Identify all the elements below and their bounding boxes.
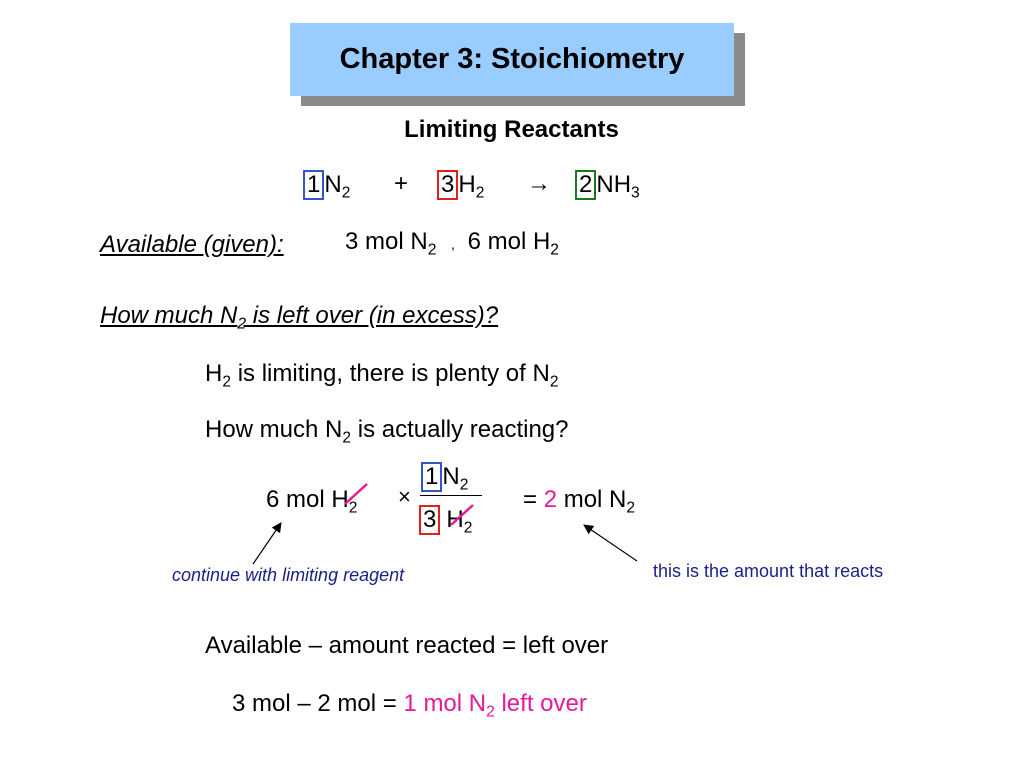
species-h: H — [446, 506, 464, 533]
cancel-stroke-h2 — [344, 483, 368, 505]
times-sign: × — [398, 484, 411, 509]
page-title: Chapter 3: Stoichiometry — [290, 23, 734, 96]
species-n: N — [442, 463, 460, 490]
final-result-suffix: left over — [494, 690, 587, 717]
equals-sign: = — [523, 486, 544, 513]
unit: mol N — [557, 486, 627, 513]
subscript: 2 — [222, 373, 232, 391]
available-n2: 3 mol N — [345, 228, 428, 255]
coefficient-box-h2: 3 — [437, 170, 459, 200]
species-n: N — [324, 171, 342, 198]
final-subtraction: 3 mol – 2 mol = — [232, 690, 404, 717]
page-title-text: Chapter 3: Stoichiometry — [339, 43, 685, 75]
excess-question: How much N2 is left over (in excess)? — [100, 302, 499, 333]
subscript: 2 — [459, 476, 469, 494]
result-value: 2 — [543, 486, 558, 513]
text: H — [205, 360, 223, 387]
cancel-stroke-h2-denominator — [450, 504, 474, 526]
available-label: Available (given): — [100, 231, 284, 258]
subscript: 3 — [631, 184, 640, 202]
subscript: 2 — [342, 429, 352, 447]
pointer-arrow-left — [252, 522, 282, 565]
subscript: 2 — [341, 184, 351, 202]
pointer-arrow-right — [583, 524, 638, 562]
subscript: 2 — [626, 499, 636, 517]
question-part-a: How much N — [100, 302, 238, 329]
subscript: 2 — [486, 703, 495, 721]
text: is actually reacting? — [351, 416, 569, 443]
summary-formula: Available – amount reacted = left over — [205, 632, 609, 659]
calc-result: = 2 mol N2 — [523, 486, 636, 517]
section-subtitle: Limiting Reactants — [404, 116, 619, 143]
fraction-bar — [420, 495, 482, 496]
final-result: 1 mol N — [403, 690, 487, 717]
species-nh: NH — [596, 171, 632, 198]
subscript: 2 — [237, 315, 247, 333]
available-h2: 6 mol H — [467, 228, 551, 255]
calc-given-h2: 6 mol H2 — [266, 486, 358, 517]
separator-comma: , — [451, 236, 455, 252]
text: 6 mol H — [266, 486, 349, 513]
annotation-limiting-reagent: continue with limiting reagent — [172, 565, 405, 585]
annotation-amount-reacts: this is the amount that reacts — [653, 561, 884, 581]
subscript: 2 — [475, 184, 485, 202]
final-answer: 3 mol – 2 mol = 1 mol N2 left over — [232, 690, 587, 721]
coefficient-box-n2: 1 — [303, 170, 325, 200]
reacting-question: How much N2 is actually reacting? — [205, 416, 569, 447]
question-part-b: is left over (in excess)? — [246, 302, 499, 329]
subscript: 2 — [348, 499, 358, 517]
plus-sign: + — [394, 170, 409, 197]
species-h: H — [458, 171, 476, 198]
limiting-statement: H2 is limiting, there is plenty of N2 — [205, 360, 559, 391]
coefficient-box-n2: 1 — [421, 462, 443, 492]
subscript: 2 — [550, 241, 559, 259]
text: How much N — [205, 416, 343, 443]
available-values: 3 mol N2 , 6 mol H2 — [345, 228, 559, 259]
text: is limiting, there is plenty of N — [231, 360, 550, 387]
subscript: 2 — [427, 241, 437, 259]
coefficient-box-nh3: 2 — [575, 170, 597, 200]
subscript: 2 — [549, 373, 559, 391]
coefficient-box-h2: 3 — [419, 505, 441, 535]
subscript: 2 — [463, 519, 473, 537]
reaction-arrow: → — [527, 170, 551, 197]
